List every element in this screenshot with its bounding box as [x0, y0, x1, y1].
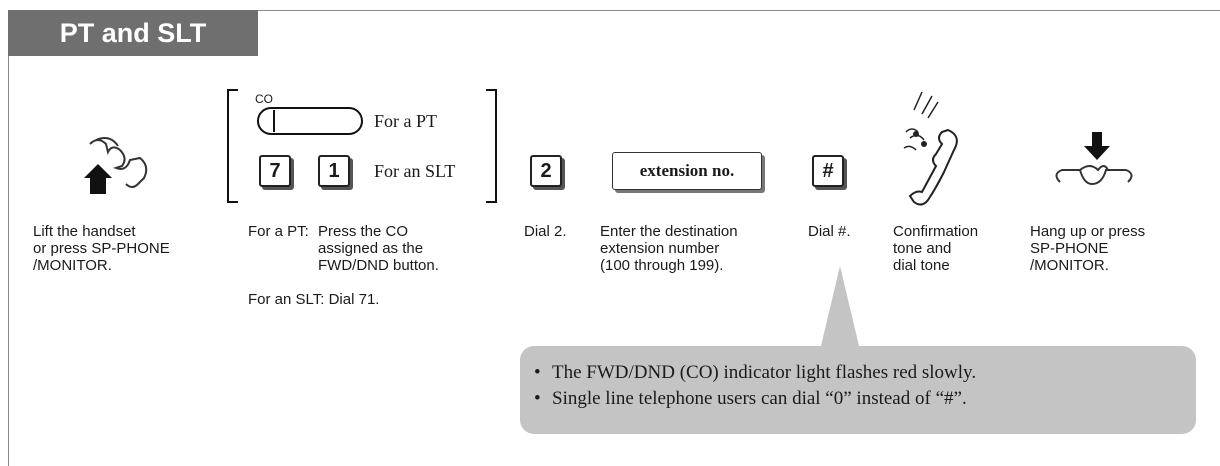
co-button-icon — [257, 107, 363, 135]
section-title: PT and SLT — [8, 10, 258, 56]
key-1: 1 — [318, 155, 350, 187]
note-callout: The FWD/DND (CO) indicator light flashes… — [520, 346, 1196, 434]
key-7: 7 — [259, 155, 291, 187]
callout-pointer — [820, 266, 860, 350]
step-2-pt-label: For a PT: — [248, 223, 309, 240]
handset-lift-icon — [84, 137, 148, 194]
for-pt-label: For a PT — [374, 111, 437, 131]
frame-left-border — [8, 10, 9, 466]
frame-top-border — [8, 10, 1220, 11]
step-4-caption: Enter the destination extension number (… — [600, 223, 738, 274]
note-item: The FWD/DND (CO) indicator light flashes… — [534, 360, 1196, 386]
step-6-caption: Confirmation tone and dial tone — [893, 223, 979, 274]
step-2-pt-caption: Press the CO assigned as the FWD/DND but… — [318, 223, 439, 274]
confirmation-tone-icon — [903, 91, 958, 206]
step-7-caption: Hang up or press SP-PHONE /MONITOR. — [1030, 223, 1146, 274]
handset-hangup-icon — [1055, 132, 1133, 186]
bracket-icon — [227, 89, 497, 203]
key-2: 2 — [530, 155, 562, 187]
hash-key: # — [812, 155, 844, 187]
co-label: CO — [255, 92, 273, 106]
step-2-slt-caption: For an SLT: Dial 71. — [248, 291, 380, 308]
step-1-caption: Lift the handset or press SP-PHONE /MONI… — [33, 223, 170, 274]
step-5-caption: Dial #. — [808, 223, 851, 240]
step-3-caption: Dial 2. — [524, 223, 567, 240]
note-item: Single line telephone users can dial “0”… — [534, 386, 1196, 412]
for-slt-label: For an SLT — [374, 161, 456, 181]
extension-number-box: extension no. — [612, 152, 762, 190]
